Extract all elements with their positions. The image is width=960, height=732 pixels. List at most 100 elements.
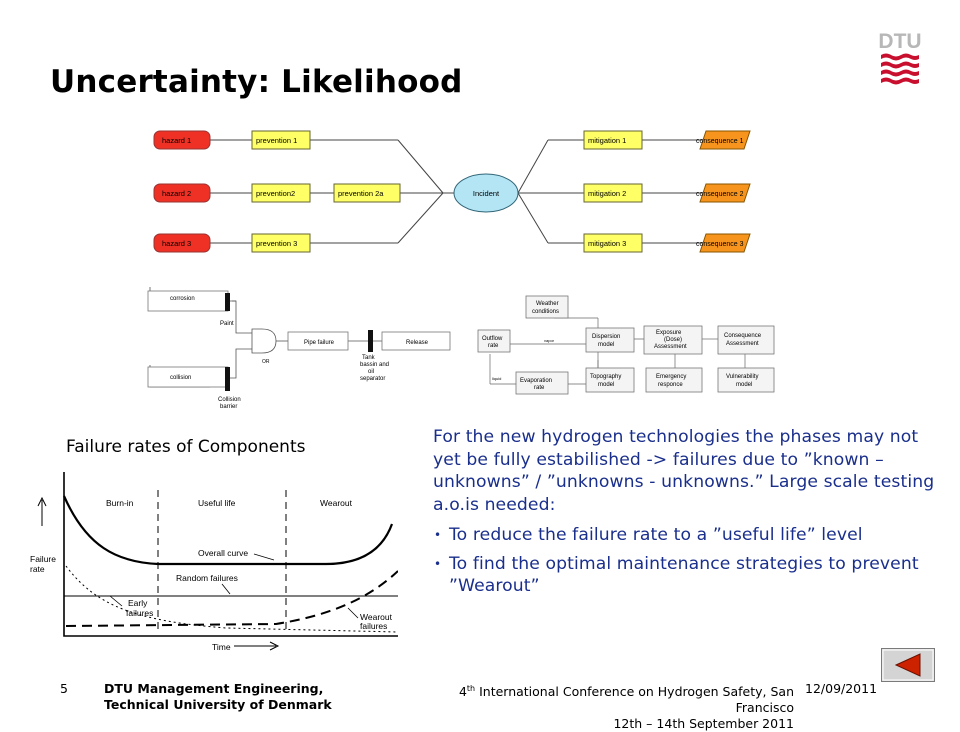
or-gate-icon bbox=[251, 328, 277, 354]
bullet-text: To reduce the failure rate to a ”useful … bbox=[449, 525, 863, 545]
bullet-item: • To reduce the failure rate to a ”usefu… bbox=[433, 524, 943, 547]
mitigation-box bbox=[583, 130, 643, 150]
fault-tree-diagram: corrosion Paint collision Collision barr… bbox=[147, 287, 451, 410]
prevention-label: prevention2 bbox=[256, 189, 295, 198]
mitigation-label: mitigation 1 bbox=[588, 136, 626, 145]
flow-label: liquid bbox=[492, 376, 501, 381]
fault-label: Paint bbox=[220, 321, 234, 327]
bullet-item: • To find the optimal maintenance strate… bbox=[433, 553, 943, 598]
hazard-box bbox=[153, 130, 211, 150]
flow-label: (Dose) bbox=[664, 337, 682, 343]
mitigation-label: mitigation 3 bbox=[588, 239, 626, 248]
body-paragraph: For the new hydrogen technologies the ph… bbox=[433, 427, 935, 515]
footer-organisation: DTU Management Engineering, Technical Un… bbox=[104, 681, 332, 713]
mitigation-box bbox=[583, 233, 643, 253]
prevention-label: prevention 1 bbox=[256, 136, 297, 145]
fault-label: bassin and bbox=[360, 362, 389, 368]
flow-label: model bbox=[598, 342, 614, 348]
prevention-box bbox=[251, 183, 311, 203]
conf-ordinal-suffix: th bbox=[466, 684, 476, 693]
curve-label: Early bbox=[128, 598, 148, 608]
dtu-logo-icon: DTU bbox=[878, 30, 922, 85]
flow-label: Exposure bbox=[656, 330, 682, 336]
flow-label: Topography bbox=[590, 374, 621, 380]
consequence-flow-diagram: Weather conditions Outflow rate vapor li… bbox=[477, 295, 775, 395]
prevention-label: prevention 2a bbox=[338, 189, 384, 198]
hazard-label: hazard 1 bbox=[162, 136, 191, 145]
mitigation-box bbox=[583, 183, 643, 203]
conf-ordinal: 4 bbox=[458, 684, 467, 699]
org-line-2: Technical University of Denmark bbox=[104, 697, 332, 712]
bathtub-curve-diagram: Burn-in Useful life Wearout Failure rate… bbox=[30, 472, 398, 652]
prevention-box bbox=[251, 130, 311, 150]
phase-label: Wearout bbox=[320, 498, 353, 508]
fault-label: collision bbox=[170, 375, 191, 381]
flow-label: rate bbox=[534, 385, 545, 391]
phase-label: Burn-in bbox=[106, 498, 134, 508]
hazard-label: hazard 3 bbox=[162, 239, 191, 248]
flow-label: Assessment bbox=[654, 344, 687, 350]
curve-label: Wearout bbox=[360, 612, 393, 622]
flow-label: model bbox=[736, 382, 752, 388]
consequence-label: consequence 3 bbox=[696, 241, 744, 248]
mitigation-label: mitigation 2 bbox=[588, 189, 626, 198]
hazard-box bbox=[153, 233, 211, 253]
or-gate-label: OR bbox=[262, 359, 270, 365]
flow-label: vapor bbox=[544, 338, 555, 343]
bowtie-diagram: hazard 1 hazard 2 hazard 3 prevention 1 … bbox=[153, 130, 751, 253]
conf-title: International Conference on Hydrogen Saf… bbox=[475, 684, 794, 715]
flow-label: Consequence bbox=[724, 333, 762, 339]
flow-label: Evaporation bbox=[520, 378, 552, 384]
triangle-left-icon bbox=[882, 649, 934, 681]
curve-label: Random failures bbox=[176, 573, 238, 583]
conference-line-2: 12th – 14th September 2011 bbox=[613, 716, 794, 731]
curve-label: failures bbox=[126, 608, 153, 618]
flow-label: model bbox=[598, 382, 614, 388]
incident-label: Incident bbox=[473, 189, 500, 198]
fault-label: oil bbox=[368, 369, 374, 375]
curve-label: Overall curve bbox=[198, 548, 248, 558]
slide-title: Uncertainty: Likelihood bbox=[50, 64, 463, 100]
consequence-label: consequence 1 bbox=[696, 138, 744, 145]
footer-date: 12/09/2011 bbox=[805, 681, 878, 696]
bullet-icon: • bbox=[434, 556, 442, 571]
conference-line-1: 4th International Conference on Hydrogen… bbox=[398, 681, 794, 716]
fault-label: Tank bbox=[362, 355, 376, 361]
bullet-text: To find the optimal maintenance strategi… bbox=[449, 553, 919, 597]
fault-label: Pipe failure bbox=[304, 340, 335, 346]
consequence-box bbox=[699, 233, 751, 253]
incident-node bbox=[453, 173, 519, 213]
bullet-icon: • bbox=[434, 528, 442, 542]
axis-label: Time bbox=[212, 642, 231, 652]
org-line-1: DTU Management Engineering, bbox=[104, 681, 324, 696]
prevention-label: prevention 3 bbox=[256, 239, 297, 248]
failure-rates-title: Failure rates of Components bbox=[66, 437, 306, 457]
flow-label: Emergency bbox=[656, 374, 686, 380]
consequence-box bbox=[699, 183, 751, 203]
flow-label: conditions bbox=[532, 309, 559, 315]
hazard-box bbox=[153, 183, 211, 203]
body-text: For the new hydrogen technologies the ph… bbox=[433, 426, 943, 604]
fault-label: separator bbox=[360, 376, 385, 382]
phase-label: Useful life bbox=[198, 498, 236, 508]
flow-label: Assessment bbox=[726, 341, 759, 347]
flow-label: rate bbox=[488, 343, 499, 349]
consequence-box bbox=[699, 130, 751, 150]
back-nav-button[interactable] bbox=[881, 648, 935, 682]
dtu-logo-text: DTU bbox=[878, 30, 921, 53]
fault-label: corrosion bbox=[170, 296, 195, 302]
flow-label: Vulnerability bbox=[726, 374, 758, 380]
fault-label: barrier bbox=[220, 404, 237, 410]
flow-label: Outflow bbox=[482, 336, 503, 342]
curve-label: failures bbox=[360, 621, 387, 631]
prevention-box bbox=[333, 183, 401, 203]
axis-label: rate bbox=[30, 564, 45, 574]
fault-label: Release bbox=[406, 340, 429, 346]
consequence-label: consequence 2 bbox=[696, 191, 744, 198]
fault-label: Collision bbox=[218, 397, 241, 403]
flow-label: Weather bbox=[536, 301, 559, 307]
hazard-label: hazard 2 bbox=[162, 189, 191, 198]
flow-label: Dispersion bbox=[592, 334, 620, 340]
page-number: 5 bbox=[60, 681, 68, 696]
flow-label: responce bbox=[658, 382, 683, 388]
